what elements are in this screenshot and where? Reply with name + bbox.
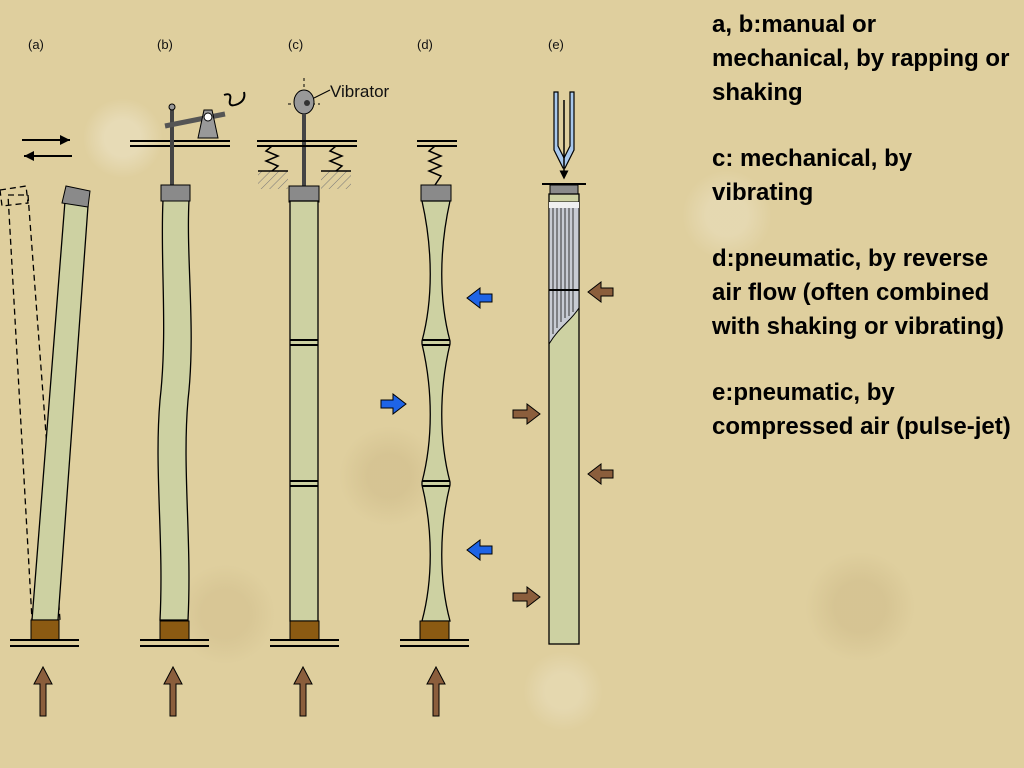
- filter-bag-cleaning-diagram: (a) (b) (c) (d) (e): [0, 37, 614, 717]
- spring-icon: [258, 145, 288, 189]
- brown-arrow-icon: [587, 462, 614, 486]
- filter-bag: [289, 200, 319, 622]
- up-arrow-icon: [33, 665, 53, 717]
- bag-previous-position: [7, 194, 61, 621]
- blue-arrow-icon: [466, 538, 493, 562]
- up-arrow-icon: [163, 665, 183, 717]
- brown-arrow-icon: [587, 280, 614, 304]
- brown-arrow-icon: [512, 585, 541, 609]
- bag-base: [159, 620, 190, 641]
- description-a-b: a, b:manual or mechanical, by rapping or…: [712, 11, 1010, 106]
- spring-icon: [321, 145, 351, 189]
- bag-cap: [420, 184, 452, 202]
- panel-label-a: (a): [28, 37, 44, 52]
- up-arrow-icon: [293, 665, 313, 717]
- nozzle-icon: [553, 91, 575, 180]
- bag-base: [289, 620, 320, 641]
- vibrator-label: Vibrator: [330, 82, 390, 101]
- description-e: e:pneumatic, by compressed air (pulse-je…: [712, 379, 1011, 440]
- filter-bag: [31, 200, 89, 621]
- brown-arrow-icon: [512, 402, 541, 426]
- panel-label-c: (c): [288, 37, 303, 52]
- description-d: d:pneumatic, by reverse air flow (often …: [712, 245, 1005, 340]
- panel-c: Vibrator: [257, 78, 390, 717]
- filter-bag: [157, 199, 192, 621]
- filter-bag: [421, 200, 451, 622]
- bag-cap: [549, 184, 579, 195]
- spring-icon: [427, 145, 443, 186]
- panel-b: [130, 91, 246, 717]
- description-c: c: mechanical, by vibrating: [712, 145, 913, 206]
- panel-label-e: (e): [548, 37, 564, 52]
- bag-cap: [61, 185, 91, 208]
- panel-e: [512, 91, 614, 645]
- panel-d: [380, 140, 493, 717]
- panel-label-d: (d): [417, 37, 433, 52]
- shake-arrows-icon: [22, 135, 72, 161]
- bag-base: [419, 620, 450, 641]
- up-arrow-icon: [426, 665, 446, 717]
- vibrator-icon: [288, 78, 331, 128]
- bag-cap: [160, 184, 191, 202]
- blue-arrow-icon: [380, 392, 407, 416]
- blue-arrow-icon: [466, 286, 493, 310]
- rapping-lever-icon: [164, 91, 246, 139]
- panel-label-b: (b): [157, 37, 173, 52]
- bag-base: [30, 619, 60, 641]
- cleaning-method-descriptions: a, b:manual or mechanical, by rapping or…: [712, 8, 1018, 476]
- bag-cap: [288, 185, 320, 203]
- panel-a: [0, 135, 91, 717]
